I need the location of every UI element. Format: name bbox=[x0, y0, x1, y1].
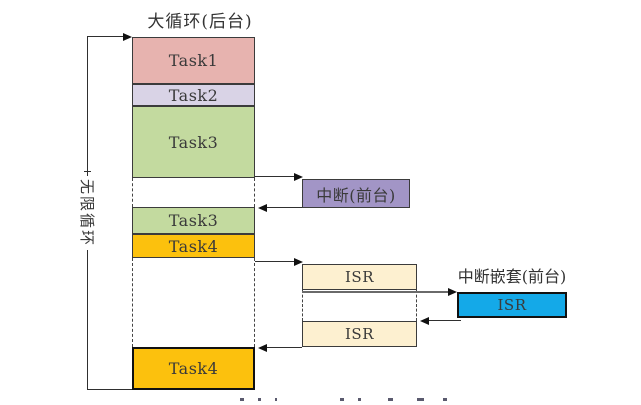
loop-line-bottom bbox=[87, 389, 132, 390]
nested-isr-box: ISR bbox=[457, 292, 567, 318]
task4-box: Task4 bbox=[132, 234, 255, 258]
preempted-gap-1 bbox=[132, 178, 255, 207]
nested-isr-label: ISR bbox=[497, 296, 527, 314]
nested-request-arrowhead-icon bbox=[448, 288, 461, 296]
isr-first-box: ISR bbox=[302, 264, 417, 290]
isr-request-arrowhead-icon bbox=[294, 258, 307, 266]
interrupt-request-arrowhead-icon bbox=[294, 173, 307, 181]
task2-label: Task2 bbox=[168, 85, 219, 105]
task4-resumed-box: Task4 bbox=[132, 347, 255, 390]
task3-box: Task3 bbox=[132, 106, 255, 178]
interrupt-label: 中断(前台) bbox=[316, 185, 396, 205]
interrupt-box: 中断(前台) bbox=[302, 179, 410, 208]
isr-return-line bbox=[262, 347, 302, 348]
task1-box: Task1 bbox=[132, 37, 255, 84]
interrupt-request-line bbox=[255, 176, 297, 177]
caption-cutoff-marks bbox=[240, 398, 475, 402]
task2-box: Task2 bbox=[132, 84, 255, 106]
nested-interrupt-title: 中断嵌套(前台) bbox=[457, 267, 567, 286]
interrupt-return-arrowhead-icon bbox=[254, 204, 267, 212]
task3-label: Task3 bbox=[168, 132, 219, 152]
infinite-loop-label: 无限循环 bbox=[78, 176, 96, 250]
nested-return-line bbox=[425, 320, 461, 321]
task3-resumed-box: Task3 bbox=[132, 207, 255, 234]
nested-return-arrowhead-icon bbox=[416, 317, 429, 325]
isr-suspended-dash-right bbox=[416, 290, 417, 321]
loop-arrowhead-icon bbox=[123, 33, 136, 41]
interrupt-return-line bbox=[262, 207, 302, 208]
loop-line-top bbox=[87, 36, 125, 37]
loop-tick-top bbox=[84, 171, 91, 172]
isr-request-line bbox=[255, 261, 297, 262]
preempted-gap-2 bbox=[132, 258, 255, 347]
isr-return-arrowhead-icon bbox=[254, 344, 267, 352]
task3-resumed-label: Task3 bbox=[168, 211, 219, 230]
task4-resumed-label: Task4 bbox=[168, 359, 219, 378]
isr-second-label: ISR bbox=[345, 325, 374, 343]
isr-second-box: ISR bbox=[302, 321, 417, 347]
background-loop-title: 大循环(后台) bbox=[147, 12, 253, 32]
task4-label: Task4 bbox=[168, 236, 219, 256]
isr-suspended-dash-left bbox=[302, 290, 303, 321]
task1-label: Task1 bbox=[168, 51, 219, 70]
nested-request-line bbox=[302, 291, 450, 293]
isr-first-label: ISR bbox=[345, 268, 374, 286]
